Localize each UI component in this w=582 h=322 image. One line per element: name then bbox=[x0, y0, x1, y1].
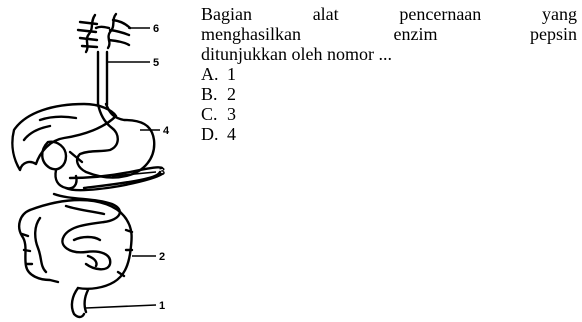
digestive-system-diagram: 6 5 4 3 2 1 bbox=[11, 12, 170, 319]
answer-option-c[interactable]: C. 3 bbox=[201, 104, 577, 124]
answer-options: A. 1 B. 2 C. 3 D. 4 bbox=[201, 64, 577, 144]
option-text: 4 bbox=[227, 124, 236, 144]
figure-label-5: 5 bbox=[153, 57, 159, 69]
option-letter: D. bbox=[201, 124, 219, 144]
figure-label-1: 1 bbox=[159, 300, 165, 312]
stem-word: yang bbox=[542, 4, 577, 24]
figure-label-6: 6 bbox=[153, 23, 159, 35]
figure-label-2: 2 bbox=[159, 251, 165, 263]
stem-word: enzim bbox=[393, 24, 438, 44]
option-text: 1 bbox=[227, 64, 236, 84]
stem-line: Bagian alat pencernaan yang bbox=[201, 4, 577, 24]
small-intestine bbox=[52, 192, 122, 271]
mouth-region bbox=[76, 12, 132, 54]
figure-label-4: 4 bbox=[163, 125, 170, 137]
question-stem: Bagian alat pencernaan yang menghasilkan… bbox=[201, 4, 577, 64]
answer-option-b[interactable]: B. 2 bbox=[201, 84, 577, 104]
stem-line: menghasilkan enzim pepsin bbox=[201, 24, 577, 44]
answer-option-d[interactable]: D. 4 bbox=[201, 124, 577, 144]
leader-3 bbox=[111, 171, 157, 177]
option-text: 3 bbox=[227, 104, 236, 124]
leader-1 bbox=[85, 304, 157, 309]
stomach bbox=[75, 102, 156, 179]
stem-word: pepsin bbox=[530, 24, 577, 44]
stem-word: menghasilkan bbox=[201, 24, 301, 44]
rectum bbox=[70, 286, 90, 319]
stem-line: ditunjukkan oleh nomor ... bbox=[201, 44, 577, 64]
pancreas bbox=[82, 170, 162, 190]
liver bbox=[11, 102, 118, 172]
answer-option-a[interactable]: A. 1 bbox=[201, 64, 577, 84]
label-leaders bbox=[85, 27, 160, 309]
figure-label-3: 3 bbox=[159, 166, 165, 178]
digestive-system-figure: 6 5 4 3 2 1 bbox=[0, 0, 200, 322]
option-letter: C. bbox=[201, 104, 218, 124]
large-intestine bbox=[18, 198, 134, 290]
stem-word: ditunjukkan oleh nomor ... bbox=[201, 44, 392, 64]
option-letter: B. bbox=[201, 84, 218, 104]
esophagus bbox=[96, 50, 109, 107]
question-block: Bagian alat pencernaan yang menghasilkan… bbox=[201, 4, 577, 144]
option-text: 2 bbox=[227, 84, 236, 104]
gall-bladder bbox=[41, 140, 164, 192]
figure-labels: 6 5 4 3 2 1 bbox=[153, 23, 170, 312]
stem-word: alat bbox=[312, 4, 339, 24]
option-letter: A. bbox=[201, 64, 219, 84]
stem-word: Bagian bbox=[201, 4, 252, 24]
stem-word: pencernaan bbox=[399, 4, 482, 24]
